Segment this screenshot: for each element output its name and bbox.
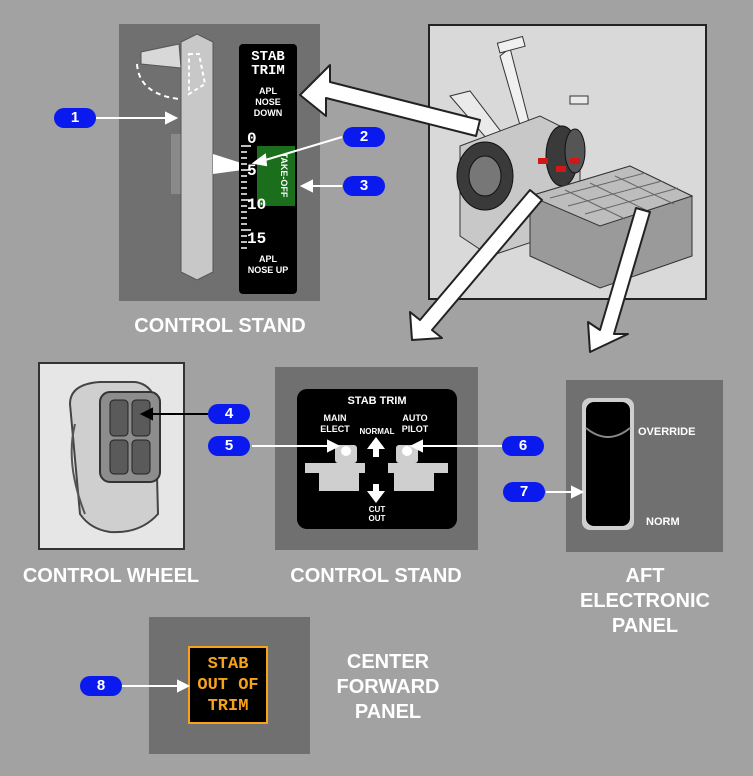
caption-aft-line-3: PANEL (611, 615, 679, 637)
aft-electronic-panel: OVERRIDE NORM (566, 380, 723, 552)
caption-control-wheel: CONTROL WHEEL (22, 565, 200, 587)
caption-control-stand-top: CONTROL STAND (134, 315, 306, 337)
center-forward-panel: STAB OUT OF TRIM (149, 617, 310, 754)
scale-label-10: 10 (247, 196, 267, 214)
control-wheel-illustration (68, 381, 161, 534)
cutout-switches-illustration (305, 437, 448, 503)
cutout-panel-title: STAB TRIM (347, 395, 407, 407)
control-wheel-panel (38, 362, 185, 550)
control-stand-indicator-panel: STAB TRIM APL NOSE DOWN 0 5 10 15 TAKE-O… (119, 24, 320, 301)
caption-control-stand-bottom: CONTROL STAND (290, 565, 462, 587)
autopilot-cutout-switch (388, 445, 448, 491)
auto-pilot-label: AUTO PILOT (395, 413, 435, 435)
main-elect-line-2: ELECT (320, 424, 350, 434)
callout-5: 5 (208, 436, 250, 456)
callout-7: 7 (503, 482, 545, 502)
caption-aft-line-2: ELECTRONIC (580, 590, 710, 612)
indicator-title-line-2: TRIM (251, 63, 285, 79)
nose-up-line-2: NOSE UP (247, 265, 289, 275)
cutout-switch-plate (297, 389, 457, 529)
stab-out-of-trim-annunciator: STAB OUT OF TRIM (188, 646, 268, 724)
nose-down-line-1: APL (259, 86, 277, 96)
trim-handle-shape (140, 43, 182, 69)
override-label: OVERRIDE (638, 426, 696, 438)
indicator-title-line-1: STAB (251, 49, 285, 65)
indicator-title: STAB TRIM (239, 50, 297, 78)
control-stand-perspective-panel (428, 24, 707, 300)
caption-aft-line-1: AFT (625, 565, 665, 587)
scale-label-0: 0 (247, 130, 257, 148)
caption-cfp-line-1: CENTER (346, 651, 430, 673)
scale-ticks (241, 145, 251, 249)
trim-lever (180, 33, 214, 281)
normal-label: NORMAL (359, 427, 395, 436)
cut-out-label: CUT OUT (357, 505, 397, 523)
main-elect-cutout-switch (305, 445, 365, 491)
norm-label: NORM (646, 516, 680, 528)
annunciator-line-3: TRIM (207, 697, 249, 716)
main-elect-label: MAIN ELECT (315, 413, 355, 435)
nose-down-label: APL NOSE DOWN (239, 86, 297, 119)
cut-out-line-2: OUT (368, 514, 386, 523)
up-arrow-icon (367, 437, 385, 457)
nose-up-line-1: APL (259, 254, 277, 264)
takeoff-band-label: TAKE-OFF (279, 152, 289, 198)
down-arrow-icon (367, 484, 385, 503)
auto-pilot-line-1: AUTO (402, 413, 428, 423)
nose-up-label: APL NOSE UP (239, 254, 297, 276)
callout-3: 3 (343, 176, 385, 196)
scale-label-5: 5 (247, 162, 257, 180)
scale-label-15: 15 (247, 230, 267, 248)
nose-down-line-3: DOWN (253, 108, 283, 118)
callout-8: 8 (80, 676, 122, 696)
control-stand-cutout-panel: STAB TRIM MAIN ELECT AUTO PILOT NORMAL C… (275, 367, 478, 550)
caption-center-forward-panel: CENTER FORWARD PANEL (308, 650, 468, 725)
auto-pilot-line-2: PILOT (401, 424, 429, 434)
caption-aft-electronic-panel: AFT ELECTRONIC PANEL (560, 564, 730, 639)
control-stand-perspective-illustration (449, 35, 694, 289)
callout-1: 1 (54, 108, 96, 128)
caption-cfp-line-3: PANEL (354, 701, 422, 723)
override-switch-illustration (582, 398, 634, 530)
main-elect-line-1: MAIN (323, 413, 347, 423)
annunciator-line-2: OUT OF (197, 676, 259, 695)
cut-out-line-1: CUT (368, 505, 386, 514)
caption-cfp-line-2: FORWARD (336, 676, 440, 698)
callout-2: 2 (343, 127, 385, 147)
callout-4: 4 (208, 404, 250, 424)
callout-6: 6 (502, 436, 544, 456)
annunciator-line-1: STAB (207, 655, 249, 674)
nose-down-line-2: NOSE (255, 97, 281, 107)
